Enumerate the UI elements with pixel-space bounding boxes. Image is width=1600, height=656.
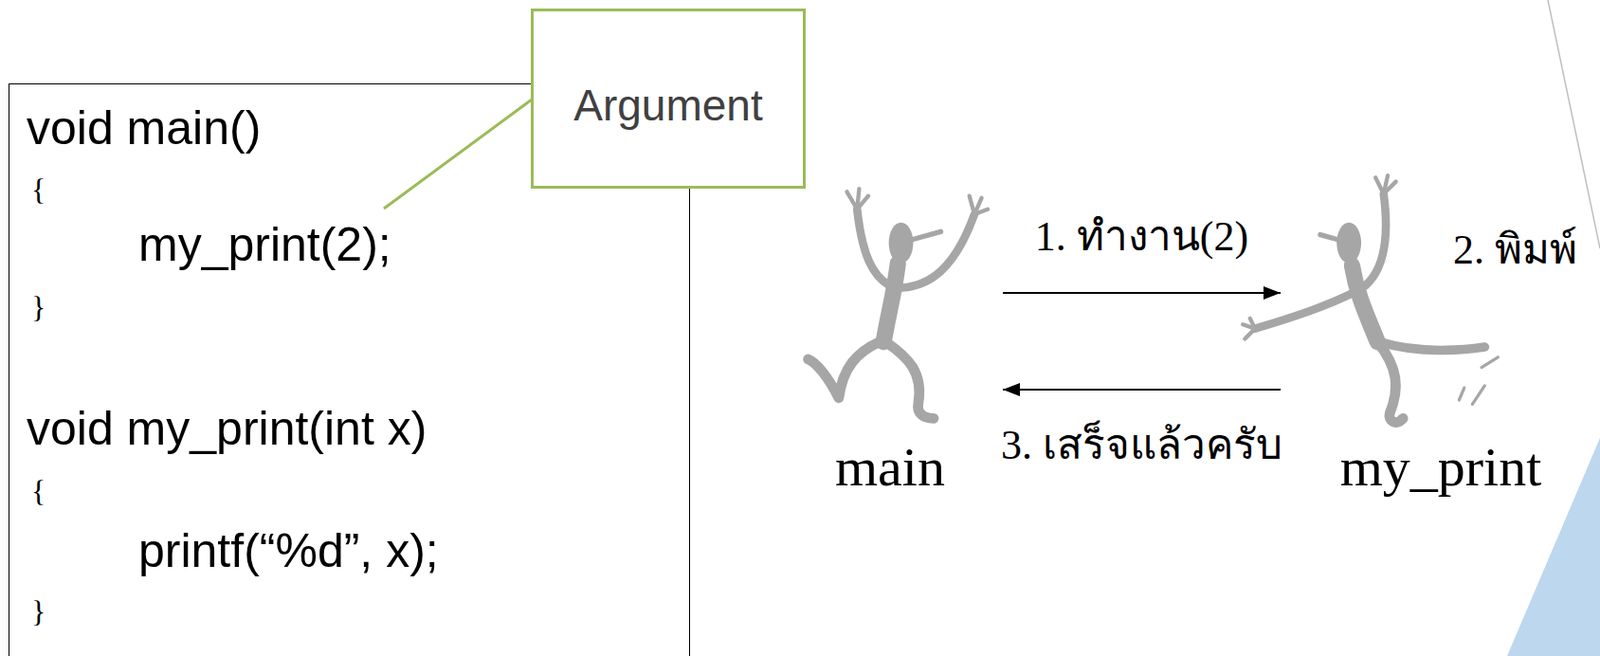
code-line: { [31,473,46,510]
code-line: } [31,594,46,630]
code-line: void my_print(int x) [26,401,427,457]
call-arrow [1002,291,1281,294]
step-label: 2. พิมพ์ [1451,226,1580,275]
code-line: void main() [26,101,261,157]
caller-figure: main [777,188,1003,502]
code-line: { [31,172,46,208]
step-label: 3. เสร็จแล้วครับ [999,421,1285,471]
argument-callout: Argument [530,8,806,189]
function-name: main [835,436,946,500]
code-line: my_print(2); [138,218,392,273]
deco-line [1547,0,1600,249]
step-label: 1. ทำงาน(2) [1033,213,1251,262]
caller-stick-figure [808,188,988,419]
code-line: printf(“%d”, x); [138,524,439,580]
return-arrow [1002,388,1281,391]
code-line: } [31,290,46,326]
leader-line [383,96,536,209]
callee-stick-figure [1242,175,1498,422]
function-name: my_print [1340,436,1543,500]
callout-text: Argument [573,80,763,131]
